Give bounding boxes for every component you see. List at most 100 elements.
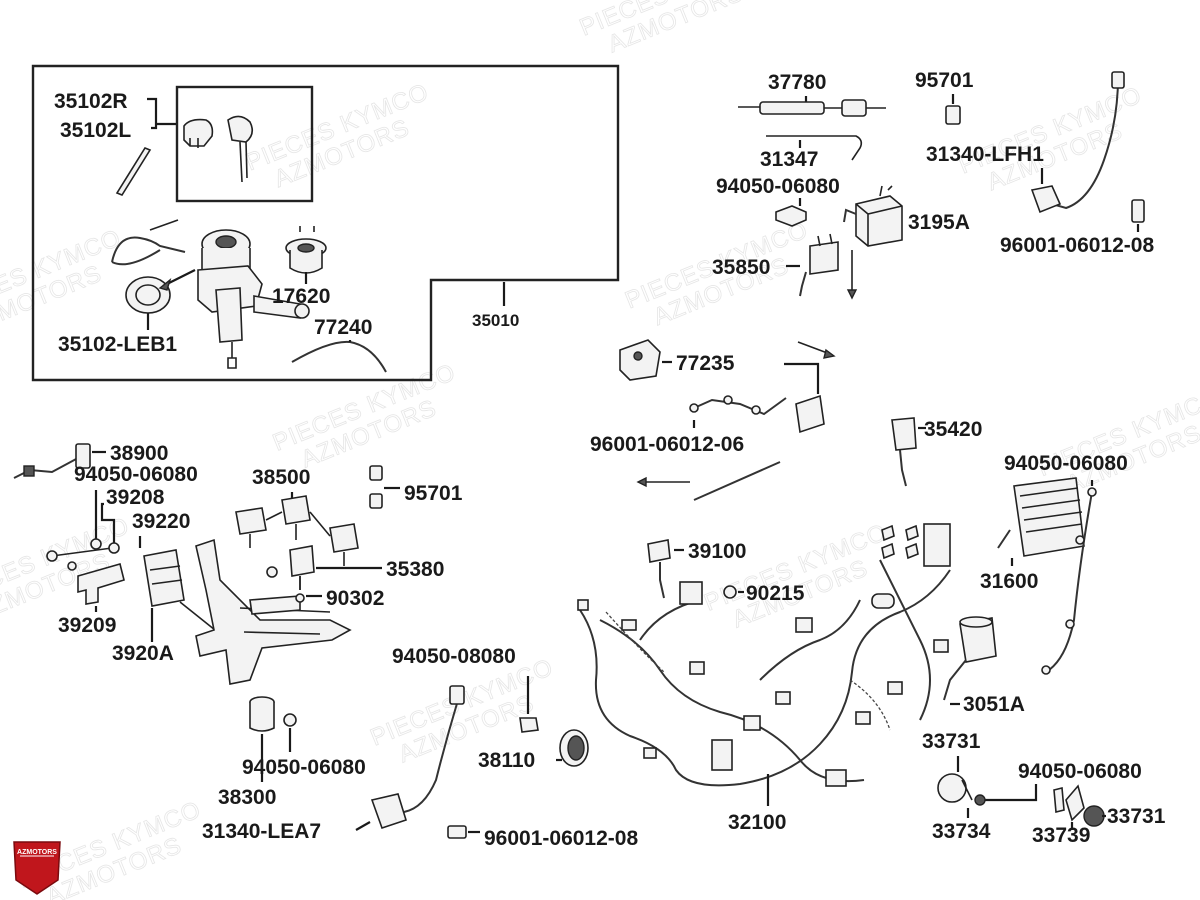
label-94050-06080-br: 94050-06080: [1018, 760, 1142, 783]
sensor-part-31340-LFH1[interactable]: [1030, 71, 1125, 214]
label-33734: 33734: [932, 820, 991, 843]
horn-part-33731[interactable]: [937, 773, 973, 803]
horn-part-33731-b[interactable]: [1083, 805, 1105, 827]
label-94050-06080-top: 94050-06080: [716, 175, 840, 198]
relay-part-35850[interactable]: [799, 233, 839, 297]
label-38110: 38110: [478, 749, 535, 772]
label-38300: 38300: [218, 786, 276, 809]
label-35420: 35420: [924, 418, 982, 441]
cable-part-77240[interactable]: [291, 340, 387, 373]
label-33731-a: 33731: [922, 730, 981, 753]
cable-part-96001-06[interactable]: [689, 394, 825, 434]
label-94050-06080-right: 94050-06080: [1004, 452, 1128, 475]
label-37780: 37780: [768, 71, 826, 94]
label-17620: 17620: [272, 285, 330, 308]
label-96001-06012-08-bottom: 96001-06012-08: [484, 827, 638, 850]
frame-bracket-part[interactable]: [195, 538, 352, 685]
connector-part-39100[interactable]: [647, 539, 671, 599]
group-outline-35010: [31, 64, 620, 382]
label-77235: 77235: [676, 352, 735, 375]
regulator-part-31600[interactable]: [997, 477, 1085, 557]
leader-35102: [147, 97, 176, 130]
label-96001-06012-08-top: 96001-06012-08: [1000, 234, 1154, 257]
shield-logo-icon: [13, 841, 61, 895]
label-39100: 39100: [688, 540, 746, 563]
label-38500: 38500: [252, 466, 310, 489]
fuse-group: 37780 31347 95701 94050-06080: [712, 69, 1154, 300]
battery-bracket-group: 38900 94050-06080 39208 39209 39220 3920…: [13, 442, 463, 809]
labels-group-35010: 35102R 35102L 17620 35102-LEB1 77240 350…: [54, 90, 519, 356]
capacitor-part-38300[interactable]: [249, 696, 275, 732]
label-3051A: 3051A: [963, 693, 1025, 716]
screw-part-90302[interactable]: [266, 566, 305, 603]
grommet-part-38110[interactable]: [559, 729, 589, 767]
bolts-part-95701-mid[interactable]: [369, 465, 383, 509]
sensor-group-bottom: 94050-08080 38110 31340-LEA7 96001-06012…: [202, 645, 638, 850]
azmotors-logo: AZMOTORS: [13, 841, 61, 895]
label-95701-top: 95701: [915, 69, 974, 92]
latch-part-77235[interactable]: [619, 339, 661, 381]
cable-loop-part[interactable]: [111, 219, 186, 266]
ignition-lock-cylinder[interactable]: [197, 229, 310, 369]
label-31340-LFH1: 31340-LFH1: [926, 143, 1044, 166]
lock-latch-group: 77235 96001-06012-06 35420 94050-06080 3…: [590, 339, 1128, 716]
bracket-part-39209[interactable]: [77, 563, 125, 605]
latch-cable: [693, 461, 781, 501]
label-90302: 90302: [326, 587, 384, 610]
bolt-part-95701[interactable]: [945, 105, 961, 125]
label-3195A: 3195A: [908, 211, 970, 234]
fuse-holder-part-37780[interactable]: [738, 99, 886, 117]
nut-part-94050-08080[interactable]: [519, 717, 539, 733]
ignition-coil-part-3051A[interactable]: [943, 616, 997, 701]
key-cover-part[interactable]: [183, 118, 214, 148]
connector-part-35380[interactable]: [289, 545, 315, 590]
bolt-part-96001-top[interactable]: [1131, 199, 1145, 223]
label-95701-mid: 95701: [404, 482, 463, 505]
label-38900: 38900: [110, 442, 168, 465]
label-35102-LEB1: 35102-LEB1: [58, 333, 177, 356]
pin-part[interactable]: [115, 147, 152, 196]
label-35010: 35010: [472, 311, 519, 330]
main-harness-part-32100[interactable]: [577, 523, 951, 787]
nut-part-94050-br[interactable]: [974, 794, 986, 806]
label-35850: 35850: [712, 256, 770, 279]
starter-relay-part-3195A[interactable]: [843, 185, 903, 247]
label-33731-b: 33731: [1107, 805, 1166, 828]
label-39208: 39208: [106, 486, 165, 509]
horn-group: 33731 33734 94050-06080 33739 33731: [922, 730, 1166, 847]
label-39220: 39220: [132, 510, 190, 533]
seal-ring-part[interactable]: [125, 276, 171, 314]
module-part-39220[interactable]: [143, 549, 185, 607]
nut-part-94050-top[interactable]: [775, 205, 807, 227]
sensor-part-31340-LEA7[interactable]: [370, 685, 465, 830]
label-31600: 31600: [980, 570, 1038, 593]
relays-part-38500[interactable]: [235, 495, 359, 566]
module-part-35420[interactable]: [891, 417, 917, 487]
subgroup-outline-35102: [175, 85, 314, 203]
label-77240: 77240: [314, 316, 372, 339]
ignition-switch-kit-group: [31, 64, 620, 382]
label-3920A: 3920A: [112, 642, 174, 665]
label-94050-06080-mid: 94050-06080: [242, 756, 366, 779]
bracket-part-33739[interactable]: [1053, 784, 1085, 822]
fuse-clip-part-31347[interactable]: [766, 135, 863, 161]
key-part[interactable]: [227, 115, 254, 183]
label-96001-06012-06: 96001-06012-06: [590, 433, 744, 456]
label-94050-06080-left: 94050-06080: [74, 463, 198, 486]
ground-cable-part[interactable]: [1041, 487, 1097, 675]
label-35380: 35380: [386, 558, 444, 581]
wiring-part-38900[interactable]: [13, 443, 91, 479]
nut-part-94050-mid[interactable]: [283, 713, 297, 727]
label-32100: 32100: [728, 811, 786, 834]
lock-plate-part-17620[interactable]: [285, 226, 327, 274]
label-39209: 39209: [58, 614, 116, 637]
bolt-part-96001-bottom[interactable]: [447, 825, 467, 839]
label-33739: 33739: [1032, 824, 1090, 847]
label-31347: 31347: [760, 148, 818, 171]
label-35102L: 35102L: [60, 119, 131, 142]
label-35102R: 35102R: [54, 90, 128, 113]
clip-part-90215[interactable]: [723, 585, 737, 599]
bolts-part-39208[interactable]: [46, 538, 120, 571]
arrow-head-icon: [158, 278, 172, 291]
